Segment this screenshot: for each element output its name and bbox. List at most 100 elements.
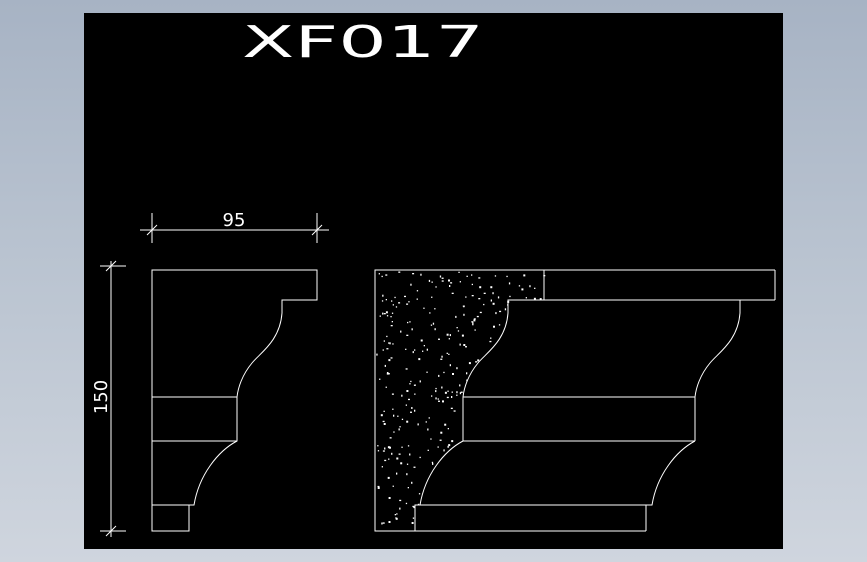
drawing-title: XF017 [242,17,484,68]
drawing-canvas[interactable]: XF017 95 150 [84,13,783,549]
hatch-dot [427,428,429,431]
hatch-dot [459,384,461,387]
hatch-dot [398,302,401,304]
hatch-dot [406,420,409,423]
hatch-dot [394,296,396,299]
hatch-dot [388,342,390,344]
hatch-dot [382,450,385,452]
hatch-dot [411,481,413,484]
hatch-dot [437,398,439,400]
dimension-height-label: 150 [91,380,112,414]
hatch-dot [426,348,428,351]
hatch-dot [377,487,380,489]
hatch-dot [406,463,409,465]
hatch-dot [381,466,383,468]
hatch-dot [442,400,444,403]
hatch-dot [493,325,495,328]
hatch-dot [430,324,433,326]
hatch-dot [418,493,421,495]
hatch-dot [392,343,394,345]
hatch-dot [392,304,394,306]
hatch-dot [441,277,444,279]
hatch-dot [406,303,409,305]
hatch-dot [427,449,429,451]
hatch-dot [459,392,462,395]
elevation-curve [645,440,696,531]
height-dimension: 150 [91,260,126,537]
hatch-dot [423,307,425,309]
hatch-dot [379,315,381,317]
hatch-dot [521,288,524,291]
hatch-dot [468,362,471,365]
hatch-dot [431,461,434,464]
hatch-dot [404,295,406,298]
hatch-dot [395,306,398,308]
hatch-dot [383,340,385,342]
hatch-dot [439,275,442,278]
hatch-dot [386,315,389,317]
hatch-dot [399,507,401,510]
hatch-dot [387,446,390,449]
hatch-dot [391,452,393,455]
hatch-dot [407,321,409,324]
hatch-dot [408,398,410,401]
hatch-dot [392,408,394,410]
hatch-dot [412,505,415,508]
hatch-dot [451,292,454,294]
hatch-dot [393,431,395,433]
hatch-dot [419,456,421,459]
hatch-dot [447,445,449,448]
hatch-dot [498,324,501,326]
hatch-dot [437,446,439,448]
hatch-dot [398,271,401,273]
hatch-dot [466,372,468,375]
dimension-tick [146,224,158,236]
hatch-dot [499,310,502,313]
hatch-dot [401,394,403,397]
hatch-dot [425,421,427,423]
hatch-dot [438,374,440,377]
hatch-dot [397,415,399,417]
hatch-dot [483,303,485,306]
hatch-dot [399,499,402,502]
hatch-dot [450,407,453,409]
hatch-dot [419,380,421,383]
hatch-dot [446,396,449,399]
hatch-dot [432,322,435,325]
hatch-dot [452,373,454,375]
hatch-dot [414,409,416,412]
hatch-dot [387,476,390,479]
hatch-dot [380,414,383,417]
hatch-dot [414,393,416,395]
hatch-dot [444,423,447,426]
dimension-tick [105,260,117,272]
hatch-dot [400,462,403,465]
hatch-dot [478,298,481,300]
hatch-dot [423,345,425,347]
hatch-dot [390,325,393,327]
hatch-dot [492,292,494,295]
hatch-dot [412,273,415,275]
hatch-dot [417,423,419,426]
hatch-dot [446,333,449,336]
hatch-dot [471,283,473,286]
hatch-dot [490,299,492,302]
hatch-dot [381,275,383,278]
hatch-dot [405,348,407,350]
hatch-dot [382,349,384,351]
hatch-dot [490,337,492,339]
hatch-dot [441,355,443,358]
hatch-dot [398,428,400,431]
hatch-dot [465,346,467,348]
hatch-dot [411,522,414,524]
hatch-dot [422,350,424,352]
hatch-dot [449,364,451,367]
hatch-dot [456,327,458,329]
hatch-dot [431,296,433,298]
hatch-dot [435,286,437,288]
hatch-dot [382,312,384,315]
hatch-dot [386,335,388,338]
hatch-dot [518,285,521,287]
hatch-dot [474,329,476,331]
hatch-dot [388,359,391,362]
